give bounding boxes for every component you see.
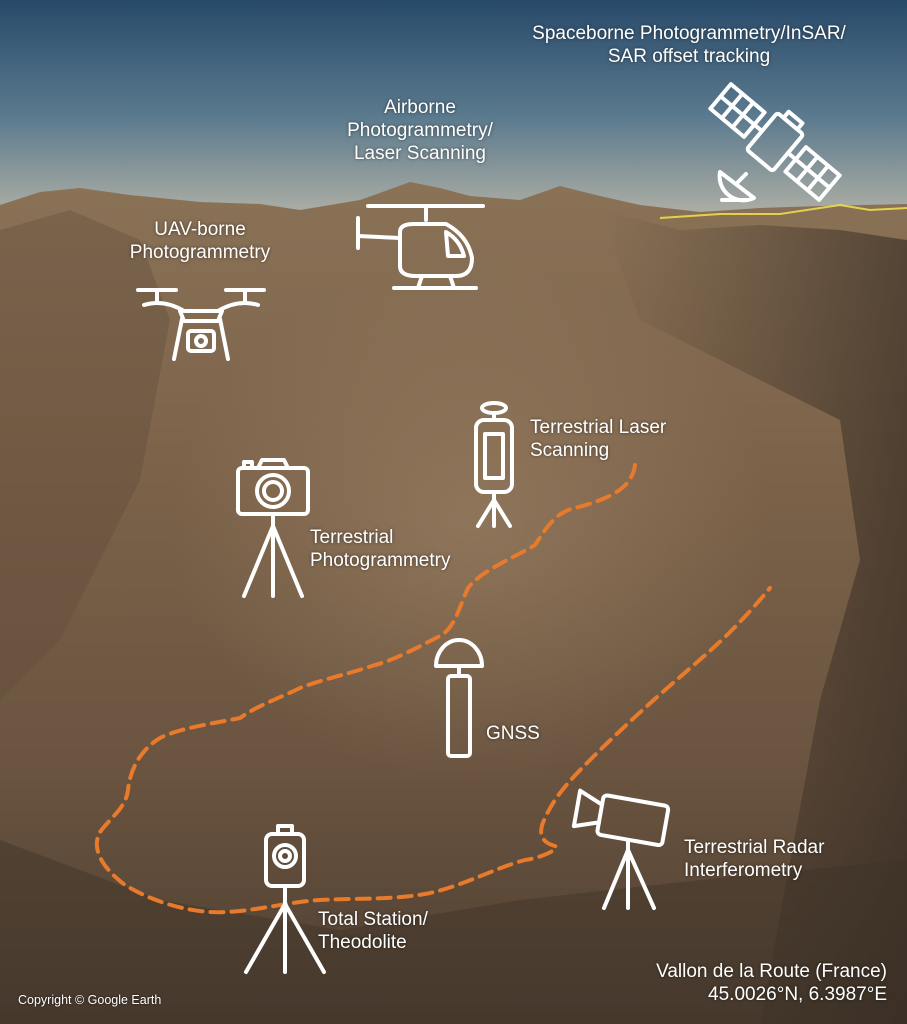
location-coordinates: 45.0026°N, 6.3987°E: [708, 984, 887, 1005]
gnss-antenna-icon: [434, 638, 484, 758]
right-slope-shadow: [600, 210, 907, 1024]
total-station-label-line2: Theodolite: [318, 932, 407, 953]
rock-glacier-outline: [94, 463, 772, 915]
airborne-label: Airborne Photogrammetry/ Laser Scanning: [320, 96, 520, 165]
ridge-boundary-line: [659, 203, 907, 219]
helicopter-icon: [356, 204, 485, 290]
left-slope-shadow: [0, 210, 170, 700]
location-caption: Vallon de la Route (France) 45.0026°N, 6…: [656, 960, 887, 1006]
uav-label: UAV-borne Photogrammetry: [106, 218, 294, 264]
radar-interferometry-label-line1: Terrestrial Radar: [684, 837, 825, 858]
uav-label-line2: Photogrammetry: [129, 242, 271, 263]
total-station-icon: [244, 824, 326, 974]
airborne-label-line1: Airborne: [384, 97, 456, 118]
total-station-label-line1: Total Station/: [318, 909, 428, 930]
terrestrial-photogrammetry-label-line2: Photogrammetry: [310, 550, 451, 571]
terrestrial-photogrammetry-label: Terrestrial Photogrammetry: [310, 526, 450, 572]
spaceborne-label-line1: Spaceborne Photogrammetry/InSAR/: [532, 23, 846, 44]
terrestrial-photogrammetry-label-line1: Terrestrial: [310, 527, 394, 548]
laser-scanner-icon: [474, 401, 514, 528]
cirque-bowl: [170, 260, 770, 780]
tls-label-line2: Scanning: [530, 440, 610, 461]
gnss-label: GNSS: [486, 723, 540, 744]
satellite-icon: [708, 82, 842, 203]
tls-label-line1: Terrestrial Laser: [530, 417, 667, 438]
radar-tripod-icon: [571, 788, 671, 910]
airborne-label-line3: Laser Scanning: [353, 143, 487, 164]
radar-interferometry-label-line2: Interferometry: [684, 860, 803, 881]
radar-interferometry-label: Terrestrial Radar Interferometry: [684, 836, 824, 882]
spaceborne-label-line2: SAR offset tracking: [607, 46, 771, 67]
drone-icon: [136, 288, 266, 361]
uav-label-line1: UAV-borne: [154, 219, 246, 240]
foreground-shadow: [0, 840, 907, 1024]
airborne-label-line2: Photogrammetry/: [347, 120, 493, 141]
spaceborne-label: Spaceborne Photogrammetry/InSAR/ SAR off…: [486, 22, 892, 68]
total-station-label: Total Station/ Theodolite: [318, 908, 428, 954]
location-name: Vallon de la Route (France): [656, 961, 887, 982]
tls-label: Terrestrial Laser Scanning: [530, 416, 666, 462]
camera-tripod-icon: [236, 458, 310, 598]
copyright-notice: Copyright © Google Earth: [18, 993, 162, 1007]
